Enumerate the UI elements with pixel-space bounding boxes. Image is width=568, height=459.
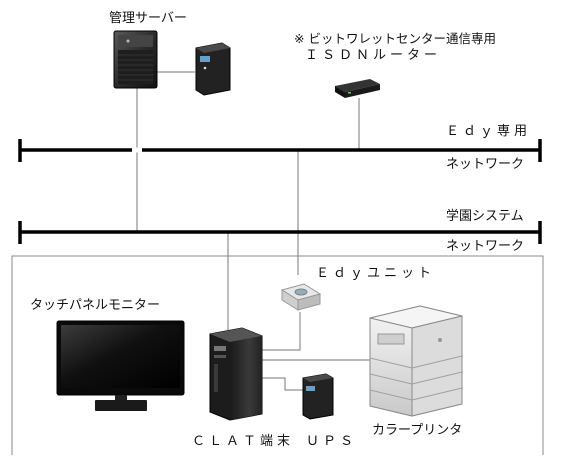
campus-network-label-line1: 学園システム [446, 209, 524, 224]
ups-label: ＵＰＳ [306, 434, 358, 449]
edy-unit-clat-cable [262, 312, 301, 351]
pc-tower-icon [209, 327, 263, 421]
edy-network-label-line1: Ｅｄｙ専用 [446, 124, 532, 139]
campus-network-backbone [18, 221, 542, 244]
monitor-icon [56, 320, 185, 411]
router-icon [335, 79, 380, 98]
ups-icon-server [195, 42, 231, 96]
edy-unit-icon [280, 283, 322, 311]
isdn-label-line2: ＩＳＤＮルーター [305, 48, 442, 63]
edy-unit-label: Ｅｄｙユニット [316, 266, 436, 281]
clat-label: ＣＬＡＴ端末 [192, 434, 295, 449]
server-label: 管理サーバー [109, 11, 187, 26]
campus-network-label-line2: ネットワーク [446, 239, 525, 254]
printer-label: カラープリンタ [372, 423, 463, 438]
ups-icon-terminal [302, 373, 334, 420]
terminal-area-frame [11, 255, 544, 455]
connection-lines [136, 71, 380, 391]
clat-ups-cable [262, 377, 304, 391]
isdn-label-line1: ※ ビットワレットセンター通信専用 [294, 31, 496, 46]
printer-icon [369, 305, 463, 417]
edy-network-backbone [18, 139, 542, 162]
edy-network-label-line2: ネットワーク [446, 157, 525, 172]
server-icon [113, 30, 158, 89]
monitor-label: タッチパネルモニター [30, 298, 161, 313]
